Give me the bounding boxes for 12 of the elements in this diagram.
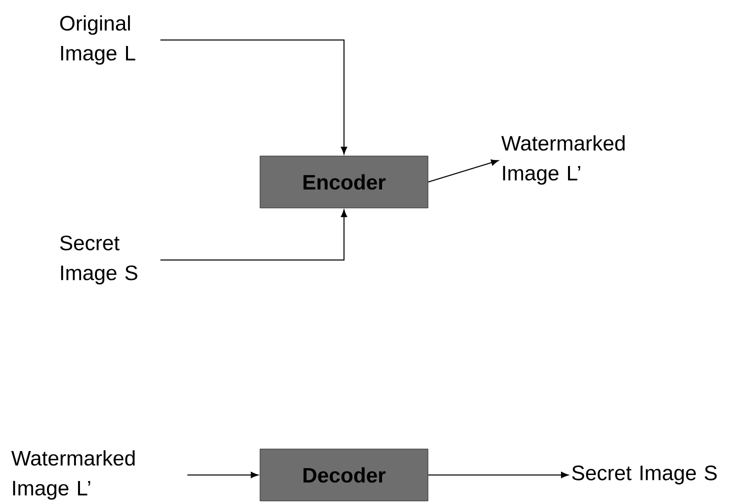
process-box: Decoder (260, 448, 428, 502)
io-label: Watermarked Image L’ (11, 450, 135, 500)
io-label: Watermarked Image L’ (501, 135, 625, 185)
io-label: Secret Image S (572, 466, 717, 484)
process-box: Encoder (260, 156, 428, 208)
arrow (428, 159, 499, 182)
arrow (186, 472, 258, 478)
io-label: Original Image L (60, 15, 136, 65)
io-label: Secret Image S (60, 236, 138, 284)
arrow (160, 210, 348, 260)
arrow (160, 40, 348, 154)
arrow (428, 472, 568, 478)
